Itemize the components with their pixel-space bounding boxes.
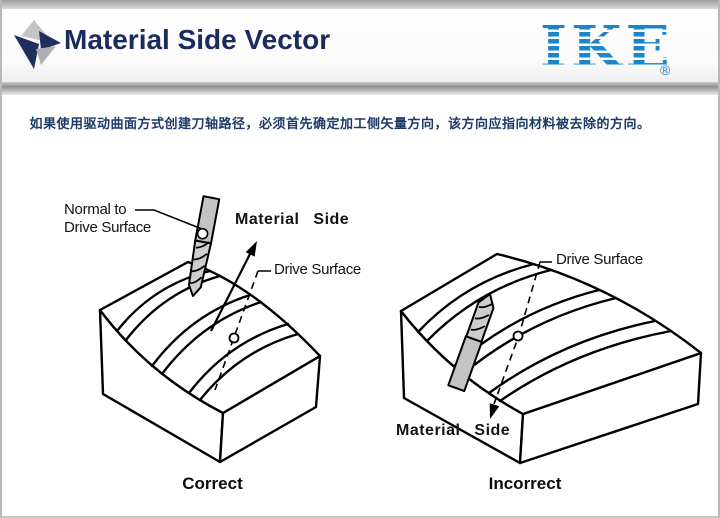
drive-surface-leader-line — [214, 270, 259, 391]
surface-point-marker — [228, 332, 240, 344]
left-annotations — [135, 209, 271, 391]
header-divider-bar — [2, 82, 718, 95]
brand-text: IKE — [540, 13, 674, 81]
left-drill-tool-graphic — [187, 195, 221, 297]
right-drill-tool-graphic — [447, 293, 495, 393]
right-annotations — [489, 261, 552, 419]
caption-incorrect: Incorrect — [488, 474, 562, 493]
material-side-label-incorrect: Material Side — [396, 422, 511, 439]
note-text: 如果使用驱动曲面方式创建刀轴路径，必须首先确定加工侧矢量方向，该方向应指向材料被… — [29, 116, 651, 131]
ike-brand-logo: IKE ® — [540, 13, 674, 81]
drive-surface-label-correct: Drive Surface — [274, 261, 361, 278]
pinwheel-logo-icon — [14, 20, 61, 69]
caption-correct: Correct — [182, 474, 243, 493]
material-side-arrowhead-up — [245, 241, 257, 257]
material-side-label-correct: Material Side — [235, 211, 350, 228]
header: Material Side Vector IKE ® — [2, 9, 718, 82]
material-side-arrow-line — [210, 253, 251, 332]
normal-to-drive-surface-label: Normal to Drive Surface — [64, 201, 151, 236]
top-border-bar — [2, 0, 718, 9]
registered-mark: ® — [660, 62, 671, 78]
normal-to-leader-line — [135, 209, 203, 230]
drive-surface-label-incorrect: Drive Surface — [556, 251, 643, 268]
drill-axis-point-marker — [196, 227, 209, 240]
material-side-arrowhead-down — [489, 403, 500, 419]
page-title: Material Side Vector — [64, 24, 331, 55]
left-block-graphic — [98, 260, 322, 464]
surface-point-marker — [512, 330, 524, 342]
